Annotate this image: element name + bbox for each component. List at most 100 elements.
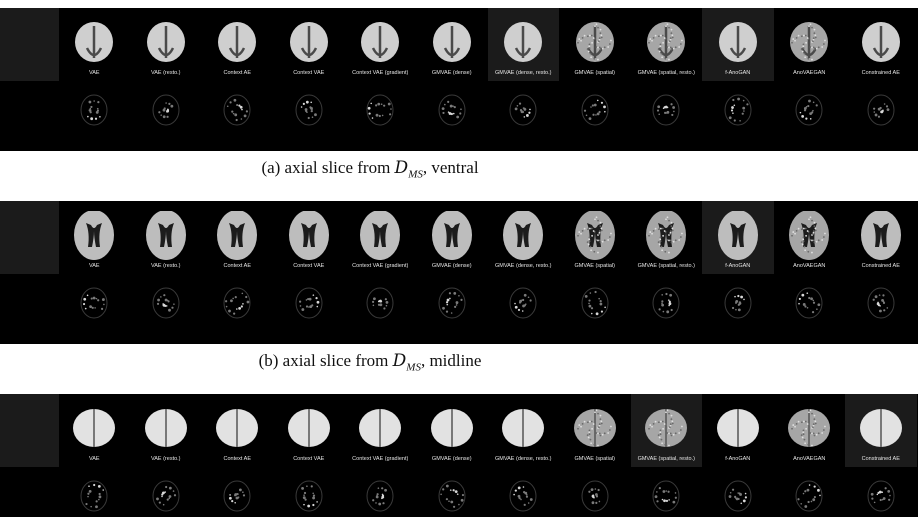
texture-speck — [596, 239, 599, 242]
texture-speck — [659, 238, 662, 241]
texture-speck — [792, 424, 795, 426]
brainstem — [729, 26, 746, 58]
method-label: GMVAE (spatial, resto.) — [637, 263, 695, 269]
texture-speck — [576, 234, 579, 237]
error-speck — [90, 117, 94, 121]
error-outline — [295, 94, 323, 126]
error-speck — [514, 302, 517, 305]
error-speck — [229, 496, 233, 500]
method-tile: GMVAE (spatial) — [559, 394, 631, 467]
texture-speck — [607, 239, 609, 241]
texture-speck — [794, 425, 797, 428]
texture-speck — [649, 424, 652, 426]
error-speck — [456, 115, 459, 119]
texture-speck — [675, 432, 677, 435]
texture-speck — [821, 239, 824, 241]
texture-speck — [670, 225, 673, 228]
texture-speck — [660, 227, 663, 230]
texture-speck — [802, 236, 805, 239]
method-tile: GMVAE (dense) — [416, 8, 488, 81]
error-speck — [300, 106, 303, 108]
error-tile — [345, 274, 417, 344]
error-outline — [223, 287, 251, 319]
error-speck — [234, 113, 238, 117]
error-speck — [227, 105, 229, 108]
method-label: VAE — [88, 70, 100, 76]
error-speck — [797, 498, 800, 501]
texture-speck — [660, 34, 663, 37]
error-speck — [731, 488, 734, 491]
texture-speck — [652, 229, 655, 232]
texture-speck — [669, 424, 672, 427]
error-map-image — [223, 94, 251, 126]
error-speck — [523, 116, 526, 118]
error-speck — [240, 118, 243, 120]
texture-speck — [795, 422, 798, 425]
error-speck — [805, 117, 808, 120]
error-speck — [733, 104, 735, 107]
texture-speck — [818, 46, 820, 49]
error-speck — [460, 498, 464, 502]
error-speck — [232, 297, 235, 300]
error-speck — [730, 109, 733, 112]
texture-speck — [813, 37, 815, 40]
method-label: GMVAE (dense) — [431, 456, 472, 462]
texture-speck — [586, 421, 589, 424]
method-tile: GMVAE (dense) — [416, 201, 488, 274]
texture-speck — [673, 240, 675, 243]
texture-speck — [593, 25, 596, 28]
texture-speck — [812, 231, 815, 234]
error-speck — [808, 99, 812, 103]
error-speck — [604, 306, 606, 309]
texture-speck — [588, 34, 591, 37]
texture-speck — [681, 425, 684, 428]
caption-b-suffix: , midline — [420, 351, 482, 370]
texture-speck — [664, 250, 667, 253]
error-speck — [596, 99, 599, 102]
texture-speck — [791, 41, 794, 44]
texture-speck — [670, 32, 673, 35]
caption-b-prefix: (b) axial slice from — [258, 351, 389, 370]
texture-speck — [824, 232, 827, 235]
method-tile: Context AE — [202, 201, 274, 274]
error-tile — [774, 81, 846, 151]
texture-speck — [659, 240, 662, 243]
brain-slice-image — [716, 409, 759, 447]
texture-speck — [665, 218, 668, 221]
texture-speck — [599, 241, 602, 244]
error-speck — [887, 498, 891, 501]
error-speck — [168, 497, 170, 500]
texture-speck — [596, 444, 599, 447]
method-tile: Context VAE — [273, 394, 345, 467]
texture-speck — [816, 47, 818, 50]
brainstem — [86, 26, 103, 58]
error-map-image — [867, 94, 895, 126]
texture-speck — [651, 232, 654, 235]
error-speck — [91, 306, 95, 309]
error-speck — [744, 492, 747, 495]
error-speck — [804, 106, 807, 110]
brain-outline — [288, 211, 329, 260]
texture-speck — [813, 434, 816, 437]
brain-slice-image — [503, 211, 544, 260]
error-outline — [80, 287, 108, 319]
error-speck — [741, 112, 744, 115]
texture-speck — [654, 420, 657, 423]
error-outline — [366, 287, 394, 319]
texture-speck — [608, 429, 611, 431]
method-label: VAE — [88, 456, 100, 462]
texture-speck — [600, 227, 603, 230]
error-speck — [95, 505, 99, 509]
brain-slice-image — [789, 211, 830, 260]
method-label: GMVAE (dense, resto.) — [495, 263, 552, 269]
method-label: GMVAE (dense, resto.) — [495, 70, 552, 76]
error-speck — [88, 490, 92, 493]
texture-speck — [823, 429, 826, 431]
error-speck — [243, 114, 247, 118]
texture-speck — [816, 433, 818, 436]
method-tile: Context AE — [202, 394, 274, 467]
error-speck — [83, 302, 86, 306]
texture-speck — [581, 36, 584, 39]
